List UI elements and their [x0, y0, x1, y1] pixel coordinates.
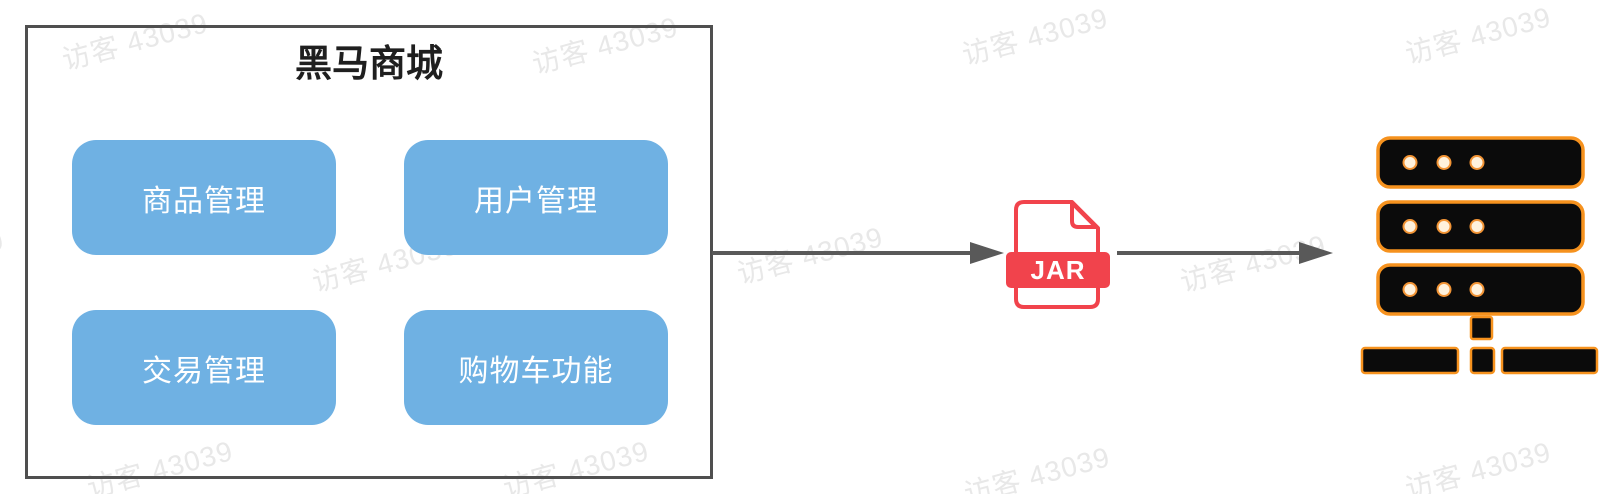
- server-stand-stem: [1469, 315, 1494, 341]
- watermark-text: 访客 43039: [958, 2, 1112, 71]
- server-led-icon: [1469, 219, 1485, 234]
- server-base-bar: [1500, 346, 1599, 375]
- server-base-bar: [1469, 346, 1496, 375]
- jar-fold-corner: [1070, 201, 1098, 229]
- monolith-app-title: 黑马商城: [295, 43, 443, 84]
- module-label: 用户管理: [474, 184, 598, 218]
- watermark-text: 访客 43039: [0, 224, 8, 293]
- server-icon: [1360, 136, 1599, 375]
- jar-file-icon: JAR: [1006, 200, 1110, 309]
- module-label: 交易管理: [142, 354, 266, 388]
- server-led-icon: [1402, 219, 1418, 234]
- server-led-icon: [1469, 282, 1485, 297]
- server-led-icon: [1469, 155, 1485, 170]
- module-product-management: 商品管理: [72, 140, 336, 255]
- server-led-icon: [1436, 155, 1452, 170]
- server-led-icon: [1436, 282, 1452, 297]
- monolith-app-box: [25, 25, 713, 479]
- watermark-text: 访客 43039: [960, 441, 1114, 494]
- jar-label: JAR: [1030, 255, 1085, 285]
- module-label: 商品管理: [142, 184, 266, 218]
- module-user-management: 用户管理: [404, 140, 668, 255]
- module-trade-management: 交易管理: [72, 310, 336, 425]
- arrow-package-icon: [712, 242, 1004, 264]
- watermark-text: 访客 43039: [1401, 1, 1555, 70]
- server-led-icon: [1402, 282, 1418, 297]
- server-led-icon: [1436, 219, 1452, 234]
- module-label: 购物车功能: [458, 354, 614, 388]
- server-base-bar: [1360, 346, 1460, 375]
- module-cart-function: 购物车功能: [404, 310, 668, 425]
- jar-banner: [1006, 252, 1110, 288]
- watermark-text: 访客 43039: [1401, 436, 1555, 494]
- arrow-deploy-icon: [1117, 242, 1333, 264]
- server-led-icon: [1402, 155, 1418, 170]
